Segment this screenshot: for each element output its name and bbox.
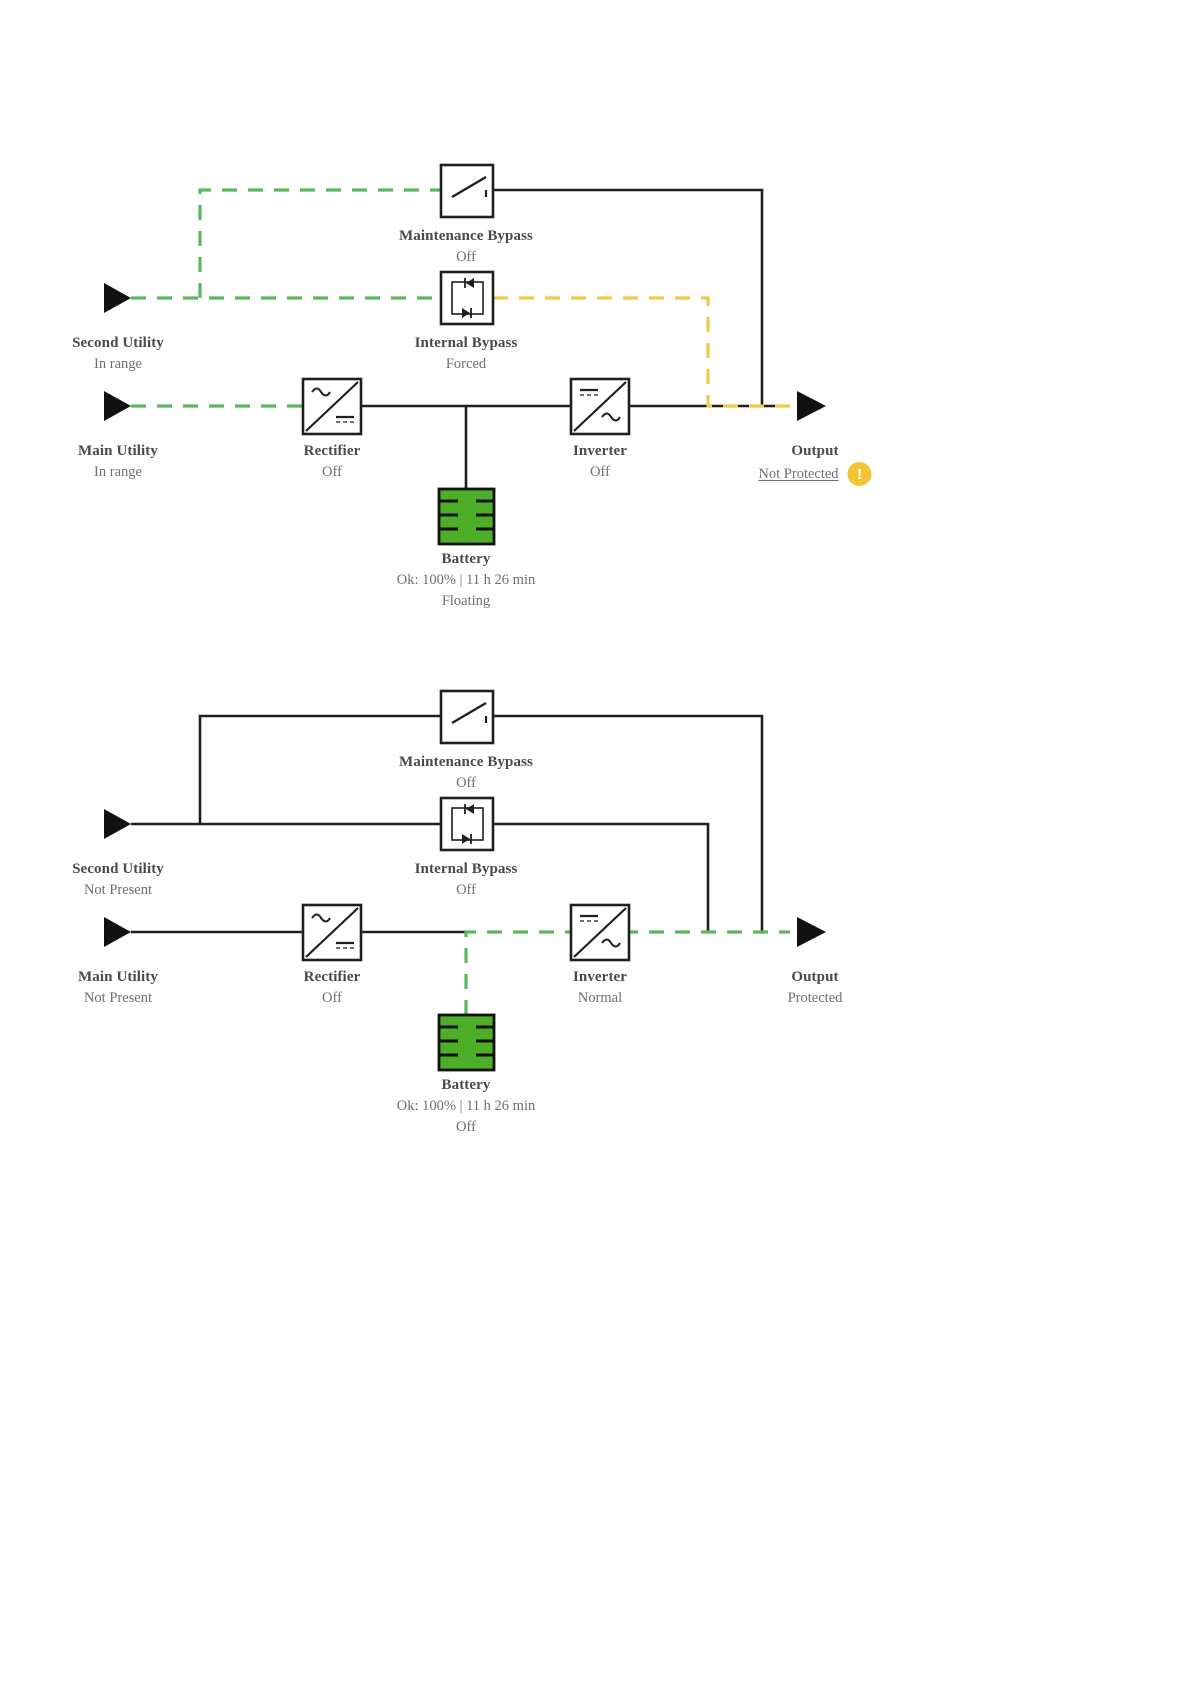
maintenance-bypass-label: Maintenance Bypass Off	[399, 226, 533, 268]
output-status: Protected	[787, 990, 843, 1007]
rectifier-title: Rectifier	[303, 443, 361, 459]
main-utility-arrow-icon	[104, 391, 131, 421]
maintenance-bypass-title: Maintenance Bypass	[399, 754, 533, 770]
inverter-label: Inverter Normal	[573, 967, 627, 1009]
output-status-row: Not Protected !	[758, 462, 872, 487]
flow-second-utility-to-maintenance-bypass	[198, 188, 441, 298]
battery-title: Battery	[441, 1077, 491, 1093]
output-label: Output Protected	[788, 967, 843, 1009]
wire-maintenance-bypass-to-output	[493, 714, 764, 932]
wire-internal-bypass-to-output	[493, 822, 710, 932]
inverter-title: Inverter	[572, 443, 628, 459]
internal-bypass-title: Internal Bypass	[414, 861, 518, 877]
main-utility-status: In range	[94, 464, 142, 481]
diagram-2-wiring	[104, 689, 826, 1072]
maintenance-bypass-label: Maintenance Bypass Off	[399, 752, 533, 794]
inverter-symbol	[569, 903, 631, 962]
rectifier-title: Rectifier	[303, 969, 361, 985]
internal-bypass-status: Off	[456, 882, 476, 899]
maintenance-bypass-symbol	[439, 689, 495, 745]
main-utility-title: Main Utility	[78, 443, 158, 459]
second-utility-arrow-icon	[104, 809, 131, 839]
inverter-status: Normal	[577, 990, 623, 1007]
second-utility-arrow-icon	[104, 283, 131, 313]
maintenance-bypass-status: Off	[456, 249, 476, 266]
second-utility-label: Second Utility Not Present	[72, 859, 164, 901]
inverter-status: Off	[590, 464, 610, 481]
rectifier-status: Off	[322, 990, 342, 1007]
main-utility-arrow-icon	[104, 917, 131, 947]
battery-status: Ok: 100% | 11 h 26 min	[396, 1098, 536, 1115]
main-utility-title: Main Utility	[78, 969, 158, 985]
rectifier-symbol	[301, 377, 363, 436]
rectifier-label: Rectifier Off	[304, 441, 361, 483]
battery-status: Ok: 100% | 11 h 26 min	[396, 572, 536, 589]
output-label: Output Not Protected !	[758, 441, 872, 487]
internal-bypass-label: Internal Bypass Off	[415, 859, 518, 901]
diagram-1-wiring	[104, 163, 826, 546]
output-arrow-icon	[797, 391, 826, 421]
wire-maintenance-bypass-to-output	[493, 188, 764, 406]
second-utility-status: Not Present	[83, 882, 153, 899]
rectifier-status: Off	[322, 464, 342, 481]
internal-bypass-label: Internal Bypass Forced	[415, 333, 518, 375]
battery-mode: Off	[456, 1118, 476, 1135]
inverter-title: Inverter	[572, 969, 628, 985]
output-status[interactable]: Not Protected	[758, 466, 839, 482]
second-utility-title: Second Utility	[72, 861, 164, 877]
flow-battery-to-inverter	[464, 930, 571, 1015]
second-utility-status: In range	[94, 356, 142, 373]
maintenance-bypass-status: Off	[456, 775, 476, 792]
main-utility-status: Not Present	[83, 990, 153, 1007]
rectifier-label: Rectifier Off	[304, 967, 361, 1009]
wire-second-utility-to-maintenance-bypass	[198, 714, 441, 824]
maintenance-bypass-title: Maintenance Bypass	[399, 228, 533, 244]
maintenance-bypass-symbol	[439, 163, 495, 219]
battery-symbol	[437, 1013, 496, 1072]
internal-bypass-symbol	[439, 270, 495, 326]
output-title: Output	[791, 443, 839, 459]
battery-label: Battery Ok: 100% | 11 h 26 min Off	[397, 1075, 536, 1137]
main-utility-label: Main Utility Not Present	[78, 967, 158, 1009]
inverter-label: Inverter Off	[573, 441, 627, 483]
battery-mode: Floating	[441, 592, 491, 609]
main-utility-label: Main Utility In range	[78, 441, 158, 483]
flow-internal-bypass-to-output	[493, 296, 790, 408]
warning-icon[interactable]: !	[847, 462, 872, 487]
battery-label: Battery Ok: 100% | 11 h 26 min Floating	[397, 549, 536, 611]
output-title: Output	[791, 969, 839, 985]
inverter-symbol	[569, 377, 631, 436]
internal-bypass-status: Forced	[445, 356, 487, 373]
internal-bypass-title: Internal Bypass	[414, 335, 518, 351]
ups-diagram-battery-mode: Second Utility Not Present Main Utility …	[0, 626, 1191, 1186]
internal-bypass-symbol	[439, 796, 495, 852]
second-utility-label: Second Utility In range	[72, 333, 164, 375]
ups-diagram-bypass-mode: Second Utility In range Main Utility In …	[0, 0, 1191, 680]
battery-title: Battery	[441, 551, 491, 567]
battery-symbol	[437, 487, 496, 546]
rectifier-symbol	[301, 903, 363, 962]
second-utility-title: Second Utility	[72, 335, 164, 351]
output-arrow-icon	[797, 917, 826, 947]
